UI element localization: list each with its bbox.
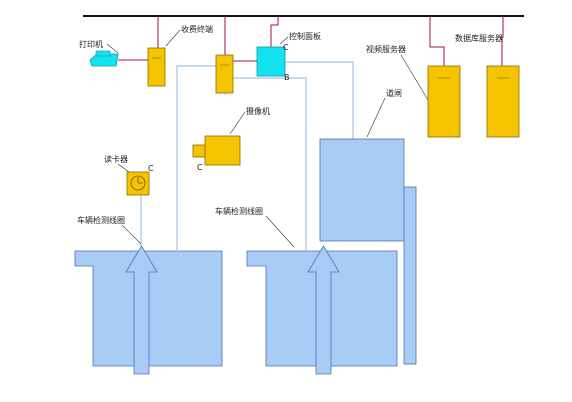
control-panel-label: 控制面板 — [289, 31, 321, 41]
barrier-gate-label: 道闸 — [386, 88, 402, 98]
video-server-leader — [400, 54, 429, 101]
control-panel — [256, 46, 286, 77]
arrow-up-icon — [125, 245, 158, 375]
card-reader-c-marker: C — [148, 164, 154, 173]
database-server-label: 数据库服务器 — [455, 33, 503, 43]
barrier-gate-arm — [403, 186, 417, 365]
barrier-gate-leader — [366, 97, 386, 138]
camera-c-marker: C — [197, 163, 203, 172]
controller-unit — [215, 54, 234, 94]
charge-terminal — [147, 47, 166, 87]
left-loop-detector-label: 车辆检测线圈 — [77, 215, 125, 225]
video-server — [427, 65, 461, 138]
charge-terminal-leader — [165, 29, 181, 47]
network-drops — [118, 16, 504, 66]
right-loop-detector-label: 车辆检测线圈 — [215, 206, 263, 216]
signal-lines — [140, 61, 354, 250]
database-server — [486, 65, 520, 138]
charge-terminal-label: 收费终端 — [181, 24, 213, 34]
camera-icon — [192, 135, 241, 166]
printer-leader — [106, 43, 119, 54]
barrier-gate-body — [319, 138, 405, 242]
printer-label: 打印机 — [79, 39, 103, 49]
control-panel-leader — [279, 36, 289, 45]
card-reader-leader — [117, 163, 130, 173]
camera-label: 摄像机 — [246, 106, 270, 116]
right-loop-detector-leader — [265, 215, 295, 248]
control-panel-b-marker: B — [284, 73, 290, 82]
card-reader-label: 读卡器 — [104, 154, 128, 164]
left-loop-detector-leader — [121, 224, 142, 245]
video-server-label: 视频服务器 — [366, 44, 406, 54]
printer-icon — [89, 50, 119, 67]
camera-leader — [229, 111, 246, 135]
card-reader-icon — [126, 171, 150, 196]
control-panel-c-marker: C — [283, 43, 289, 52]
arrow-up-icon — [307, 245, 340, 375]
